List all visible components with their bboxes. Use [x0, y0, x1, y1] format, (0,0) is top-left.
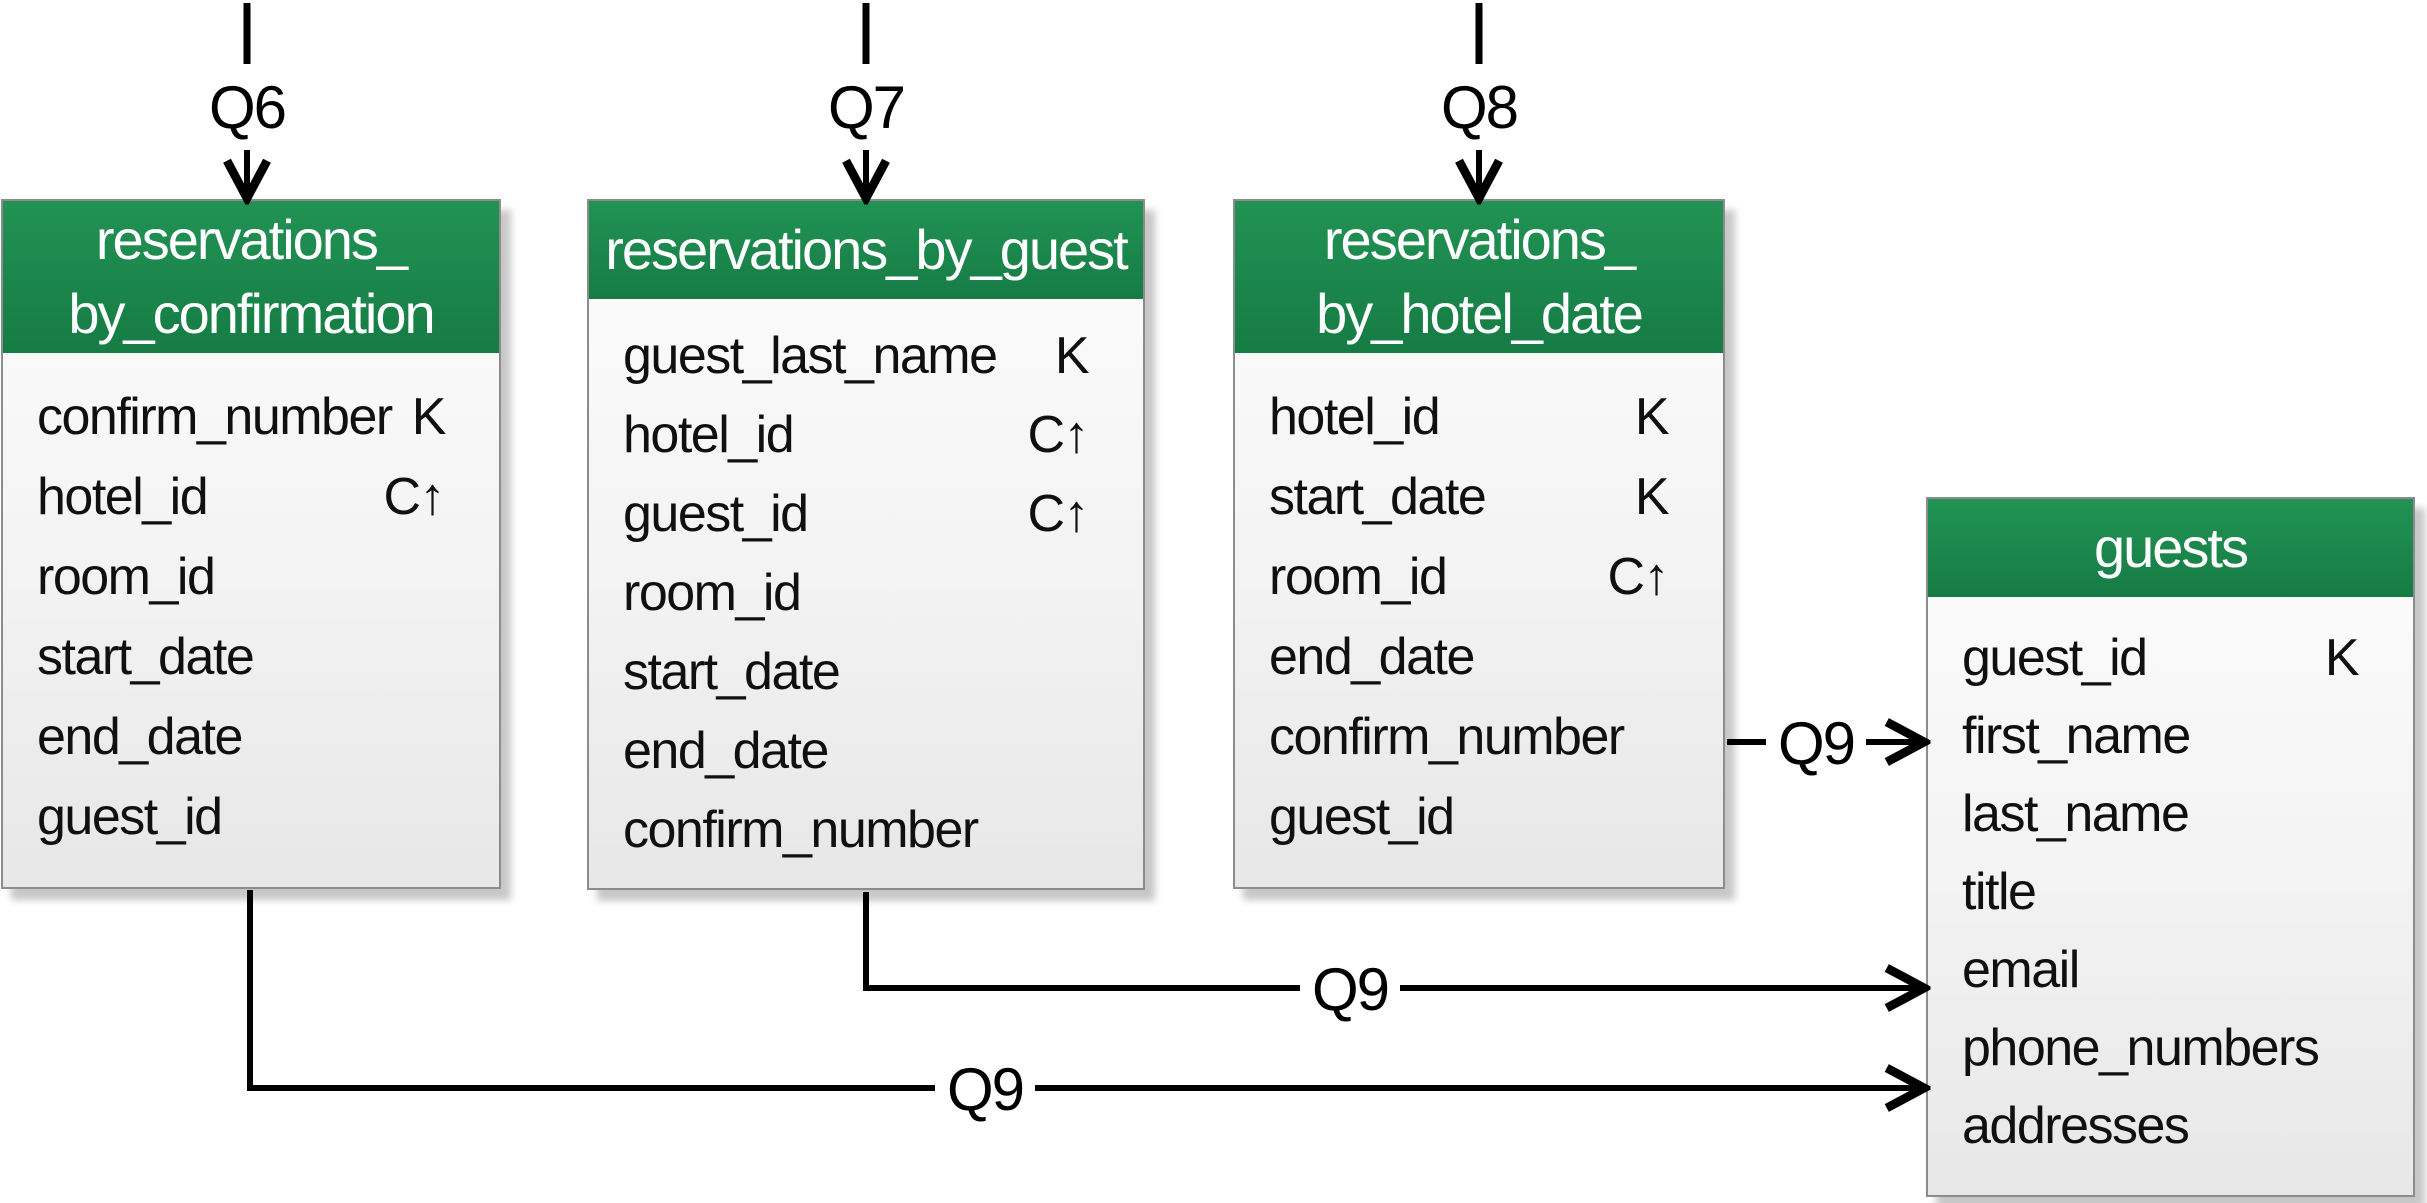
field-name: confirm_number — [37, 388, 393, 446]
field-row: email — [1928, 931, 2413, 1009]
field-name: end_date — [1269, 628, 1475, 686]
field-key: C↑ — [383, 468, 445, 526]
field-row: first_name — [1928, 697, 2413, 775]
field-row: hotel_id C↑ — [3, 457, 499, 537]
table-reservations-by-guest: reservations_by_guest guest_last_name K h… — [587, 199, 1145, 890]
field-row: room_id — [3, 537, 499, 617]
field-name: first_name — [1962, 707, 2191, 765]
field-name: end_date — [37, 708, 243, 766]
field-row: last_name — [1928, 775, 2413, 853]
field-name: email — [1962, 941, 2080, 999]
field-name: guest_id — [623, 485, 809, 543]
table-header: guests — [1928, 499, 2413, 597]
q6-label: Q6 — [209, 74, 285, 141]
field-name: end_date — [623, 722, 829, 780]
field-name: hotel_id — [37, 468, 209, 526]
field-row: room_id — [589, 554, 1143, 633]
q9-label-bg — [1300, 950, 1400, 1026]
table-header: reservations_by_guest — [589, 201, 1143, 299]
q9-confirmation-label: Q9 — [947, 1056, 1023, 1123]
field-name: start_date — [37, 628, 255, 686]
field-row: addresses — [1928, 1087, 2413, 1165]
field-key: K — [2324, 629, 2360, 687]
table-title-line1: reservations_ — [95, 208, 408, 271]
table-reservations-by-confirmation: reservations_ by_confirmation confirm_nu… — [1, 199, 501, 889]
field-name: guest_last_name — [623, 327, 998, 385]
table-title: guests — [2094, 516, 2249, 579]
table-title: reservations_by_guest — [605, 218, 1128, 281]
field-row: guest_id C↑ — [589, 475, 1143, 554]
table-header: reservations_ by_confirmation — [3, 201, 499, 353]
field-row: guest_last_name K — [589, 317, 1143, 396]
field-row: confirm_number — [589, 791, 1143, 870]
field-row: start_date — [3, 617, 499, 697]
field-key: K — [1634, 468, 1670, 526]
q9-guest-arrow — [863, 892, 1918, 988]
q9-hotel-date-label: Q9 — [1778, 710, 1854, 777]
field-name: guest_id — [1269, 788, 1455, 846]
field-name: start_date — [623, 643, 841, 701]
field-name: hotel_id — [1269, 388, 1441, 446]
table-fields: confirm_number K hotel_id C↑ room_id start… — [3, 353, 499, 887]
q9-guest-label: Q9 — [1312, 956, 1388, 1023]
field-name: addresses — [1962, 1097, 2190, 1155]
field-name: phone_numbers — [1962, 1019, 2320, 1077]
field-name: hotel_id — [623, 406, 795, 464]
table-fields: guest_id K first_name last_name title ema… — [1928, 597, 2413, 1195]
table-title-line2: by_confirmation — [68, 282, 435, 345]
field-name: guest_id — [37, 788, 223, 846]
field-key: K — [1634, 388, 1670, 446]
q9-confirmation-arrow — [247, 890, 1918, 1088]
field-row: title — [1928, 853, 2413, 931]
field-row: start_date K — [1235, 457, 1723, 537]
field-row: end_date — [1235, 617, 1723, 697]
field-row: guest_id K — [1928, 619, 2413, 697]
field-key: K — [1054, 327, 1090, 385]
field-row: confirm_number K — [3, 377, 499, 457]
q9-label-bg — [1766, 704, 1866, 780]
field-name: room_id — [623, 564, 802, 622]
field-key: K — [411, 388, 447, 446]
field-name: confirm_number — [623, 801, 979, 859]
field-name: title — [1962, 863, 2037, 921]
field-name: confirm_number — [1269, 708, 1625, 766]
field-row: phone_numbers — [1928, 1009, 2413, 1087]
field-row: guest_id — [1235, 777, 1723, 857]
field-name: start_date — [1269, 468, 1487, 526]
field-row: hotel_id K — [1235, 377, 1723, 457]
field-row: confirm_number — [1235, 697, 1723, 777]
field-name: room_id — [1269, 548, 1448, 606]
q8-label: Q8 — [1441, 74, 1517, 141]
q7-label: Q7 — [828, 74, 904, 141]
table-title-line1: reservations_ — [1323, 208, 1636, 271]
field-key: C↑ — [1607, 548, 1669, 606]
field-row: end_date — [589, 712, 1143, 791]
table-header: reservations_ by_hotel_date — [1235, 201, 1723, 353]
field-key: C↑ — [1027, 406, 1089, 464]
field-name: guest_id — [1962, 629, 2148, 687]
q9-label-bg — [935, 1050, 1035, 1126]
field-row: room_id C↑ — [1235, 537, 1723, 617]
field-name: room_id — [37, 548, 216, 606]
field-key: C↑ — [1027, 485, 1089, 543]
table-guests: guests guest_id K first_name last_name ti… — [1926, 497, 2415, 1197]
field-row: guest_id — [3, 777, 499, 857]
field-name: last_name — [1962, 785, 2190, 843]
field-row: start_date — [589, 633, 1143, 712]
table-title-line2: by_hotel_date — [1316, 282, 1644, 345]
field-row: hotel_id C↑ — [589, 396, 1143, 475]
field-row: end_date — [3, 697, 499, 777]
